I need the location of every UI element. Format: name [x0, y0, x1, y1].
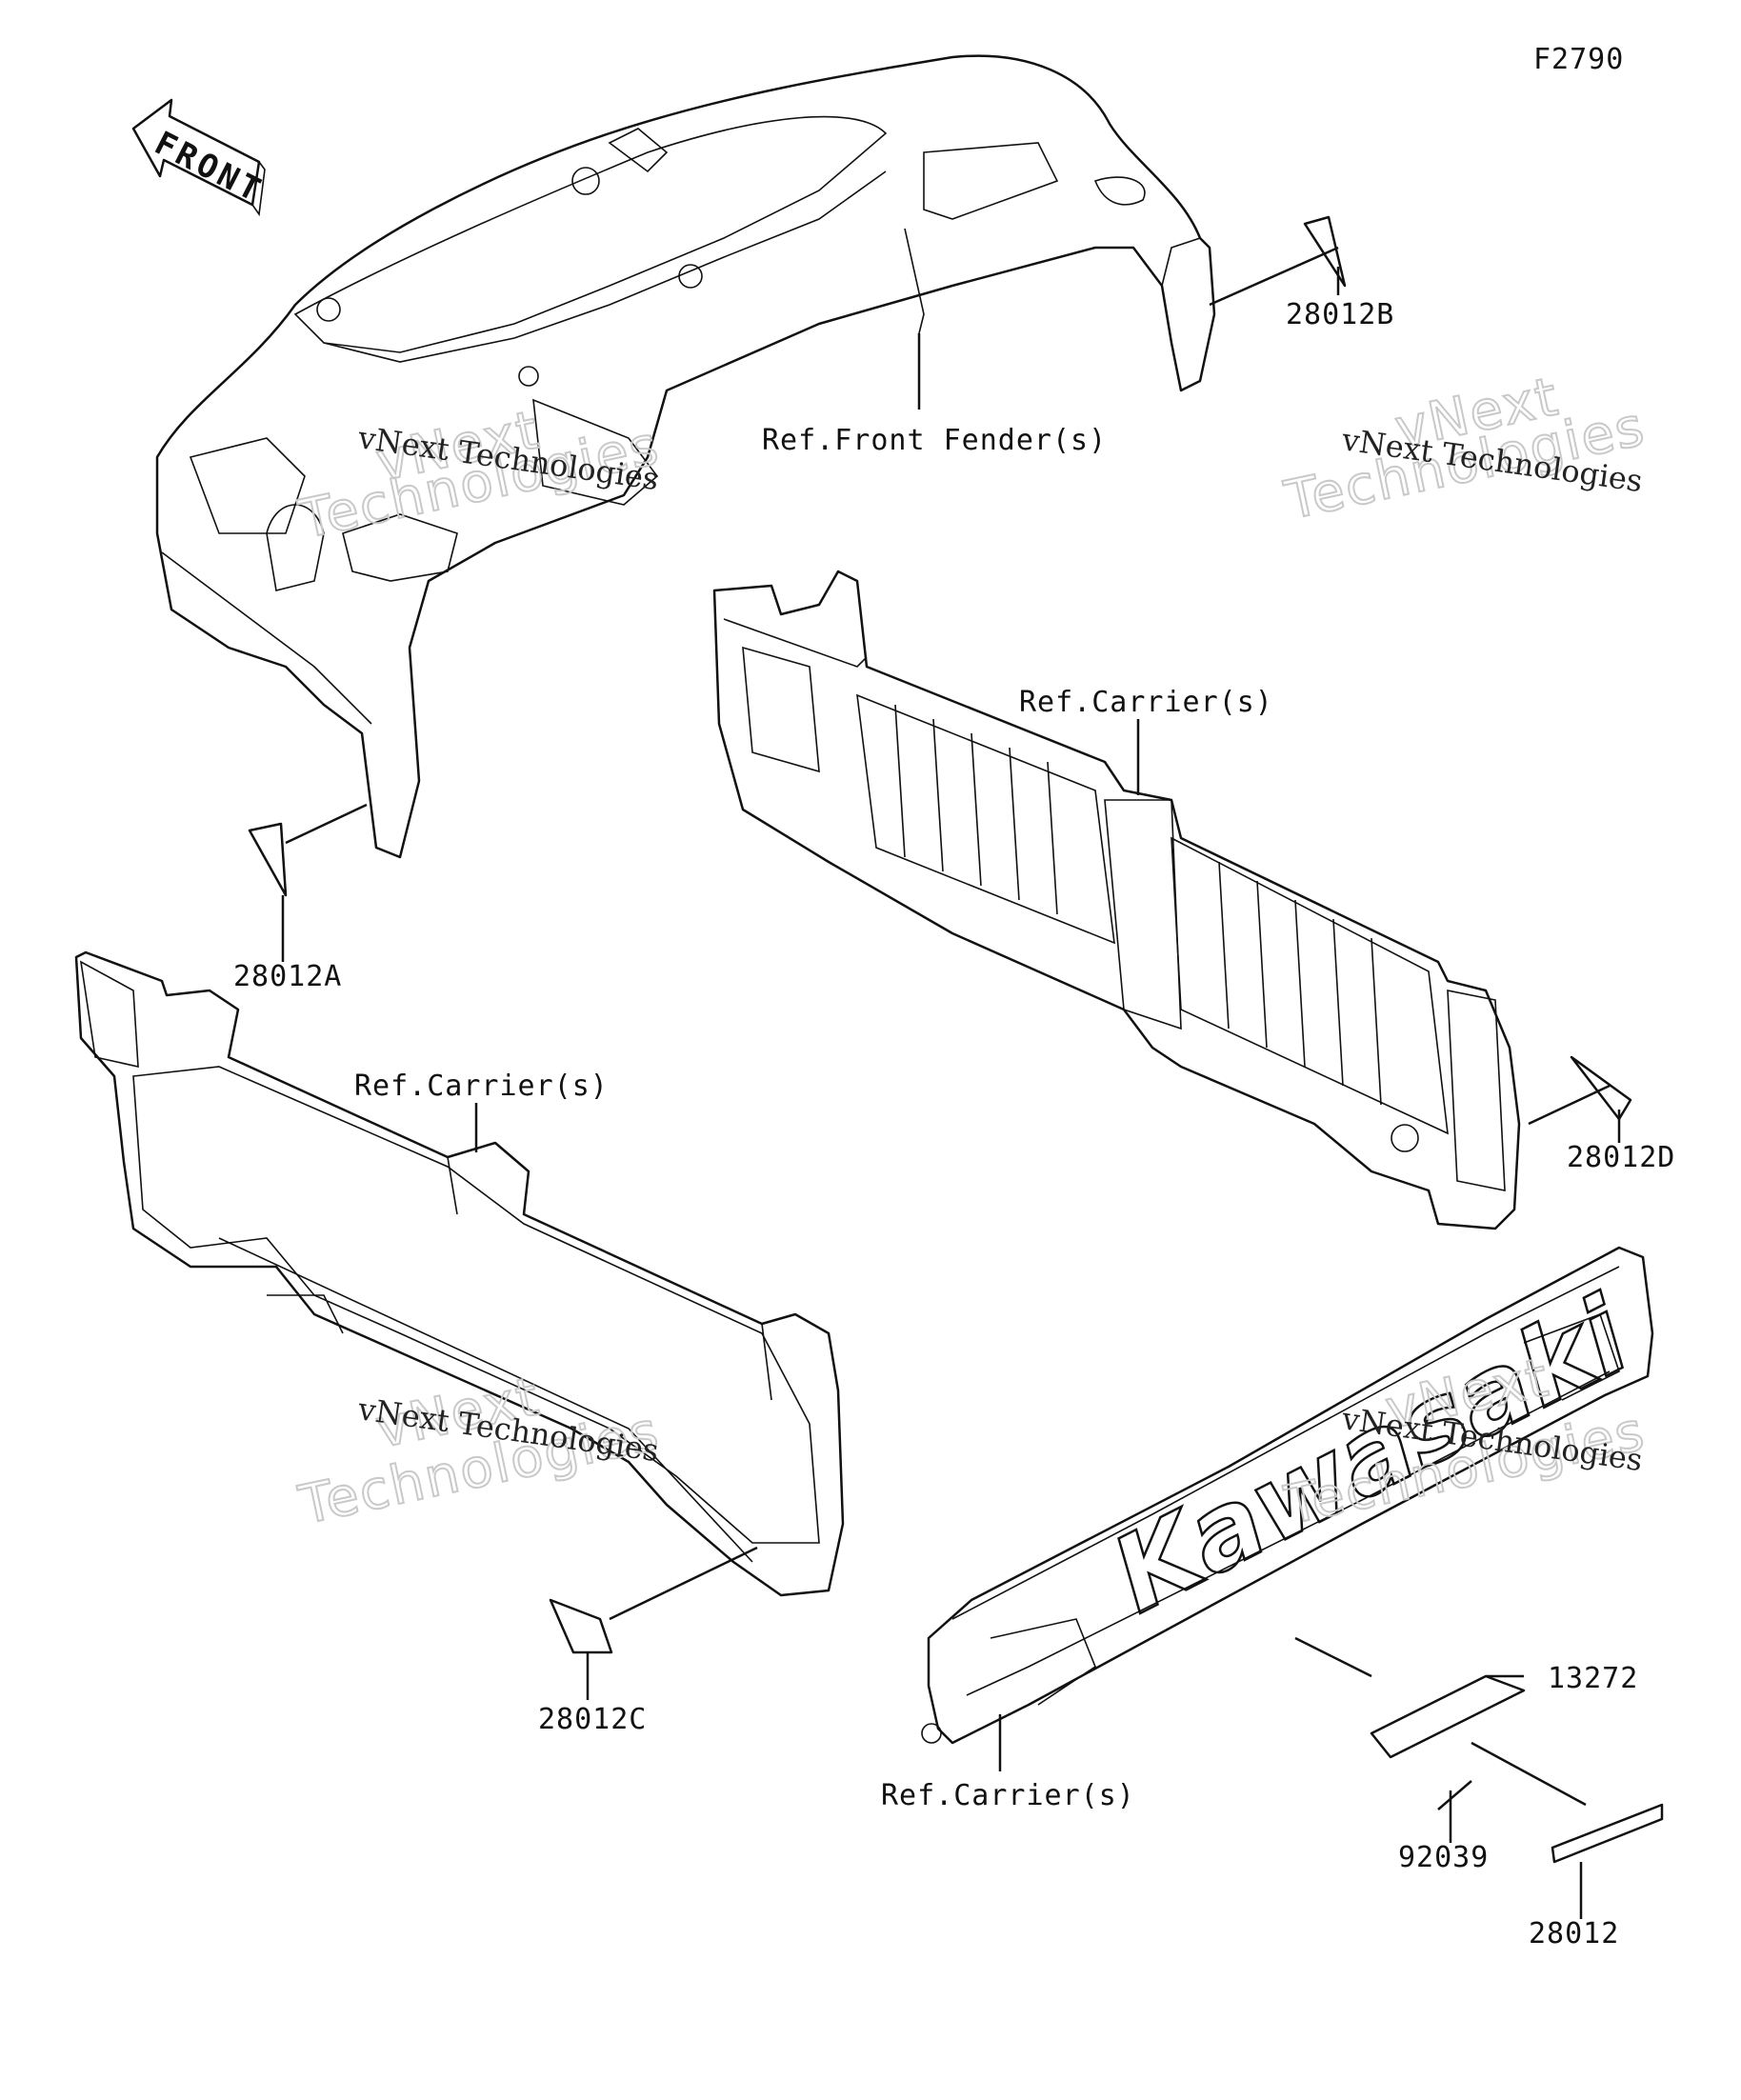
decal-28012: [1471, 1741, 1664, 1919]
front-fender-assembly: [155, 54, 1216, 859]
front-arrow-icon: FRONT: [131, 98, 270, 217]
plate-13272: [1294, 1636, 1526, 1759]
label-28012c: 28012C: [538, 1703, 647, 1736]
decal-28012c: [549, 1546, 758, 1700]
ref-front-fender: Ref.Front Fender(s): [762, 424, 1107, 457]
decal-28012b: [1209, 215, 1347, 307]
watermark-top-right: vNext Technologies vNext Technologies: [1278, 365, 1651, 533]
carrier-right: [712, 570, 1521, 1230]
figure-code: F2790: [1533, 43, 1624, 76]
label-92039: 92039: [1398, 1841, 1489, 1874]
ref-carrier-bottom: Ref.Carrier(s): [881, 1779, 1135, 1812]
ref-carrier-left: Ref.Carrier(s): [354, 1070, 609, 1103]
label-28012d: 28012D: [1567, 1141, 1675, 1174]
carrier-left: [74, 950, 845, 1597]
ref-carrier-right: Ref.Carrier(s): [1019, 686, 1273, 719]
decal-28012a: [248, 803, 368, 962]
label-28012a: 28012A: [233, 960, 342, 993]
rivet-92039: [1437, 1780, 1472, 1843]
label-13272: 13272: [1548, 1662, 1638, 1695]
decal-28012d: [1528, 1055, 1632, 1143]
label-28012b: 28012B: [1286, 298, 1394, 331]
label-28012: 28012: [1529, 1917, 1619, 1950]
